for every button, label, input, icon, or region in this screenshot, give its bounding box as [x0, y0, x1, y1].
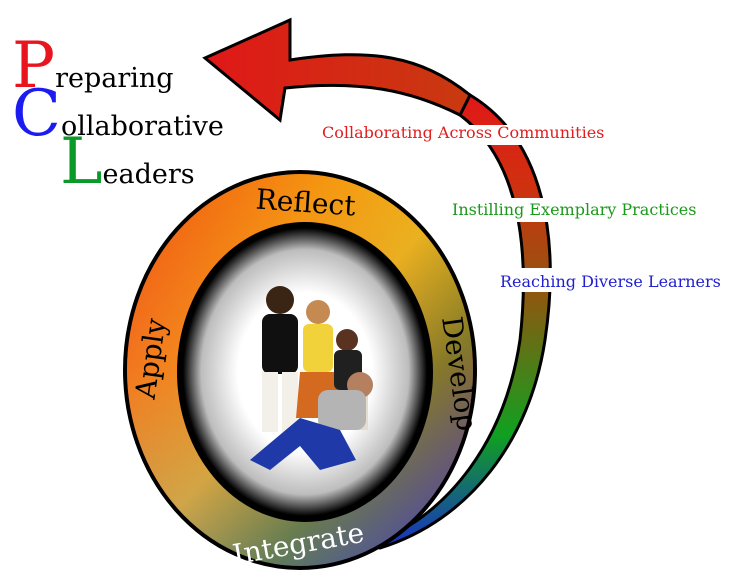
label-collaborating: Collaborating Across Communities: [322, 123, 605, 142]
label-band-2: [470, 198, 580, 222]
title-initial-c: C: [12, 77, 61, 151]
title-rest-leaders: eaders: [102, 159, 195, 190]
title-initial-p: P: [12, 29, 56, 103]
title-line-collaborative: Collaborative: [12, 82, 224, 146]
title-initial-l: L: [60, 125, 103, 199]
title-rest-collaborative: ollaborative: [60, 111, 224, 142]
cycle-arrow-head: [202, 17, 472, 123]
title-rest-preparing: reparing: [55, 63, 174, 94]
title-line-leaders: Leaders: [60, 130, 195, 194]
label-reaching: Reaching Diverse Learners: [500, 272, 721, 291]
label-band-3: [480, 268, 580, 292]
ring-label-top: Reflect: [255, 183, 358, 223]
students-photo: [250, 286, 373, 470]
title-line-preparing: Preparing: [12, 34, 174, 98]
label-band-1: [450, 125, 570, 145]
label-instilling: Instilling Exemplary Practices: [452, 200, 697, 219]
